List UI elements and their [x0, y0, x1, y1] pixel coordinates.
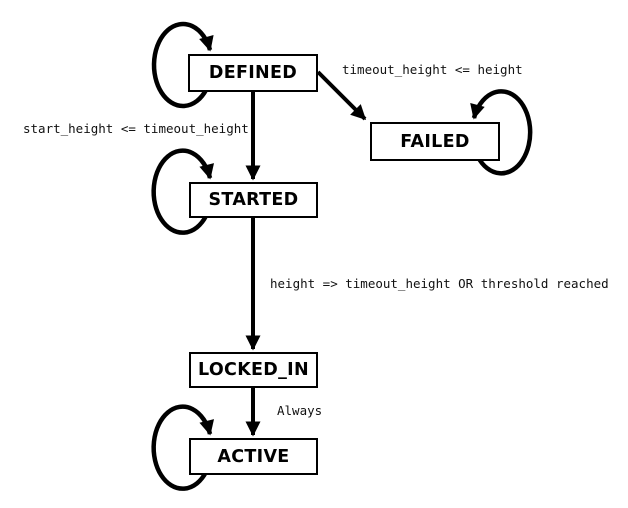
state-started: STARTED: [189, 182, 318, 218]
state-defined: DEFINED: [188, 54, 318, 92]
state-locked-in: LOCKED_IN: [189, 352, 318, 388]
label-lockedin-to-active: Always: [277, 403, 323, 418]
label-defined-to-started: start_height <= timeout_height: [23, 121, 249, 136]
defined-self-loop-edge: [151, 21, 214, 109]
state-active: ACTIVE: [189, 438, 318, 475]
label-defined-to-failed: timeout_height <= height: [342, 62, 523, 77]
label-started-to-lockedin: height => timeout_height OR threshold re…: [270, 276, 609, 291]
state-failed: FAILED: [370, 122, 500, 161]
edge-defined-to-failed: [316, 70, 367, 121]
failed-self-loop-edge: [470, 89, 533, 176]
started-self-loop-edge: [151, 148, 214, 235]
active-self-loop-edge: [151, 404, 214, 491]
